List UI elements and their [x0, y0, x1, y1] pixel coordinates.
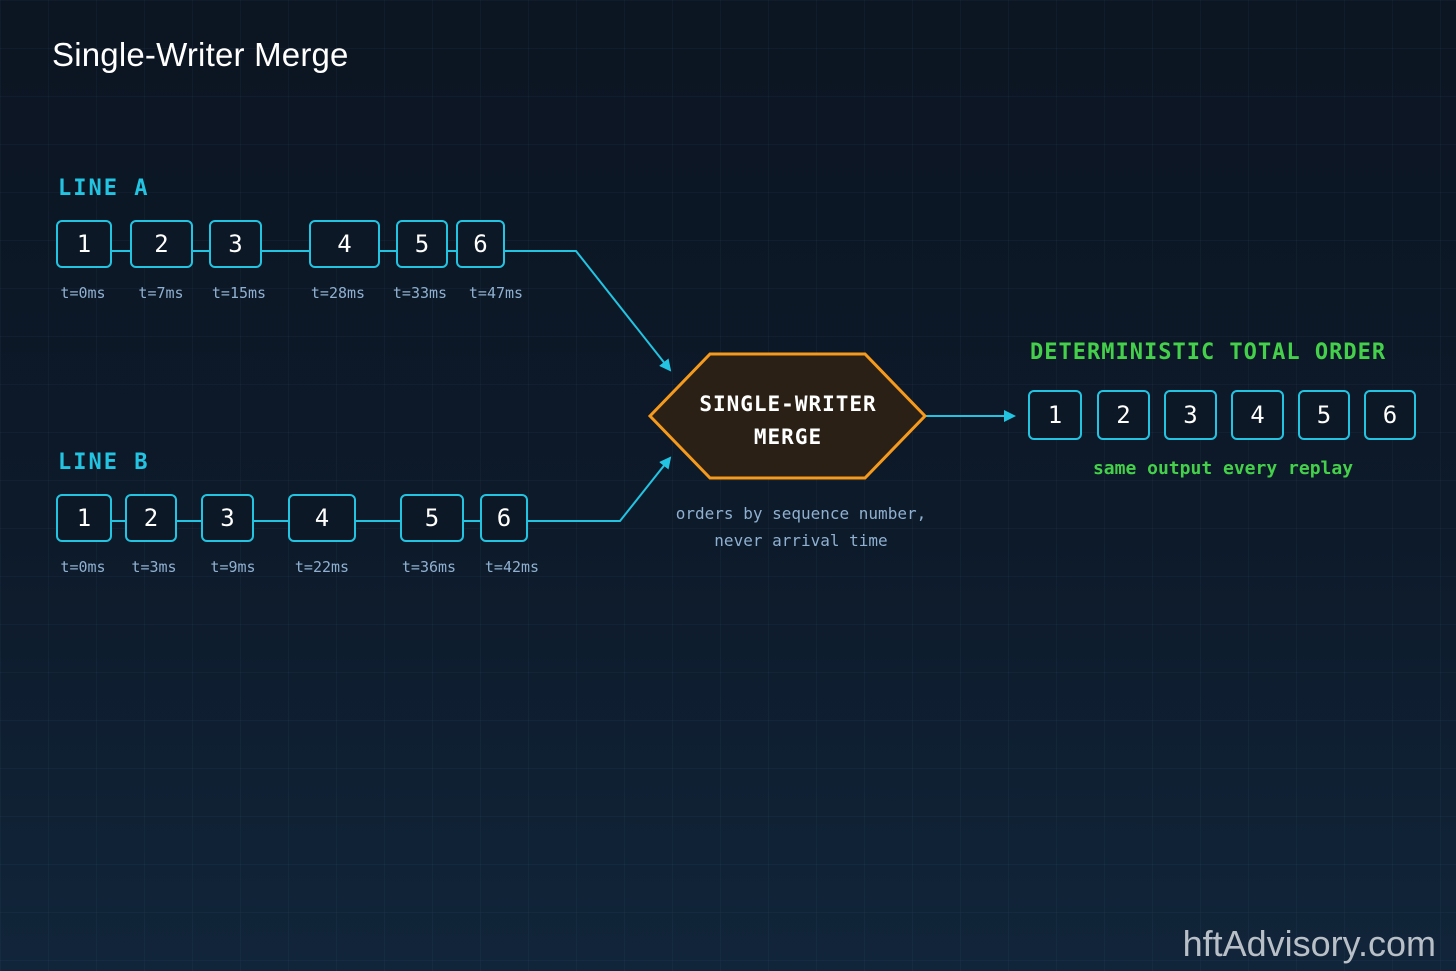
- line-a-message-5: 5: [396, 220, 448, 268]
- output-message-6: 6: [1364, 390, 1416, 440]
- line-b-message-4: 4: [288, 494, 356, 542]
- line-a-connector: [378, 250, 398, 252]
- line-b-timestamp: t=0ms: [60, 558, 106, 576]
- line-b-message-3: 3: [201, 494, 254, 542]
- line-b-timestamp: t=36ms: [401, 558, 457, 576]
- merge-node-label: SINGLE-WRITER MERGE: [650, 388, 926, 454]
- line-a-message-2: 2: [130, 220, 193, 268]
- line-b-timestamp: t=22ms: [294, 558, 350, 576]
- line-a-timestamp: t=47ms: [468, 284, 524, 302]
- line-b-message-2: 2: [125, 494, 177, 542]
- output-message-5: 5: [1298, 390, 1350, 440]
- line-a-label: LINE A: [58, 176, 150, 201]
- line-a-connector: [446, 250, 458, 252]
- line-a-timestamp: t=0ms: [60, 284, 106, 302]
- watermark: hftAdvisory.com: [1182, 923, 1436, 964]
- line-a-timestamp: t=28ms: [310, 284, 366, 302]
- line-b-connector: [252, 520, 290, 522]
- output-message-3: 3: [1164, 390, 1217, 440]
- merge-label-line2: MERGE: [753, 425, 823, 449]
- line-a-timestamp: t=7ms: [138, 284, 184, 302]
- output-message-2: 2: [1097, 390, 1150, 440]
- line-b-message-6: 6: [480, 494, 528, 542]
- line-a-message-3: 3: [209, 220, 262, 268]
- merge-note: orders by sequence number, never arrival…: [640, 500, 962, 554]
- merge-note-line1: orders by sequence number,: [675, 504, 927, 523]
- line-b-connector: [175, 520, 203, 522]
- line-b-message-1: 1: [56, 494, 112, 542]
- line-a-connector: [110, 250, 132, 252]
- line-b-message-5: 5: [400, 494, 464, 542]
- line-b-timestamp: t=42ms: [484, 558, 540, 576]
- line-a-message-6: 6: [456, 220, 505, 268]
- line-a-message-1: 1: [56, 220, 112, 268]
- line-b-connector: [110, 520, 128, 522]
- line-a-to-merge-arrow: [505, 250, 672, 372]
- line-a-message-4: 4: [309, 220, 380, 268]
- line-b-timestamp: t=3ms: [131, 558, 177, 576]
- line-a-timestamp: t=33ms: [392, 284, 448, 302]
- output-title: DETERMINISTIC TOTAL ORDER: [1030, 340, 1387, 365]
- line-b-timestamp: t=9ms: [210, 558, 256, 576]
- line-b-connector: [462, 520, 482, 522]
- line-a-connector: [191, 250, 211, 252]
- line-a-connector: [260, 250, 311, 252]
- output-note: same output every replay: [1092, 458, 1354, 479]
- page-title: Single-Writer Merge: [52, 36, 349, 73]
- merge-hexagon: [647, 352, 928, 480]
- merge-label-line1: SINGLE-WRITER: [699, 392, 877, 416]
- line-b-label: LINE B: [58, 450, 150, 475]
- output-message-1: 1: [1028, 390, 1082, 440]
- line-b-connector: [354, 520, 402, 522]
- output-message-4: 4: [1231, 390, 1284, 440]
- line-b-to-merge-arrow: [528, 456, 672, 522]
- line-a-timestamp: t=15ms: [211, 284, 267, 302]
- merge-note-line2: never arrival time: [714, 531, 888, 550]
